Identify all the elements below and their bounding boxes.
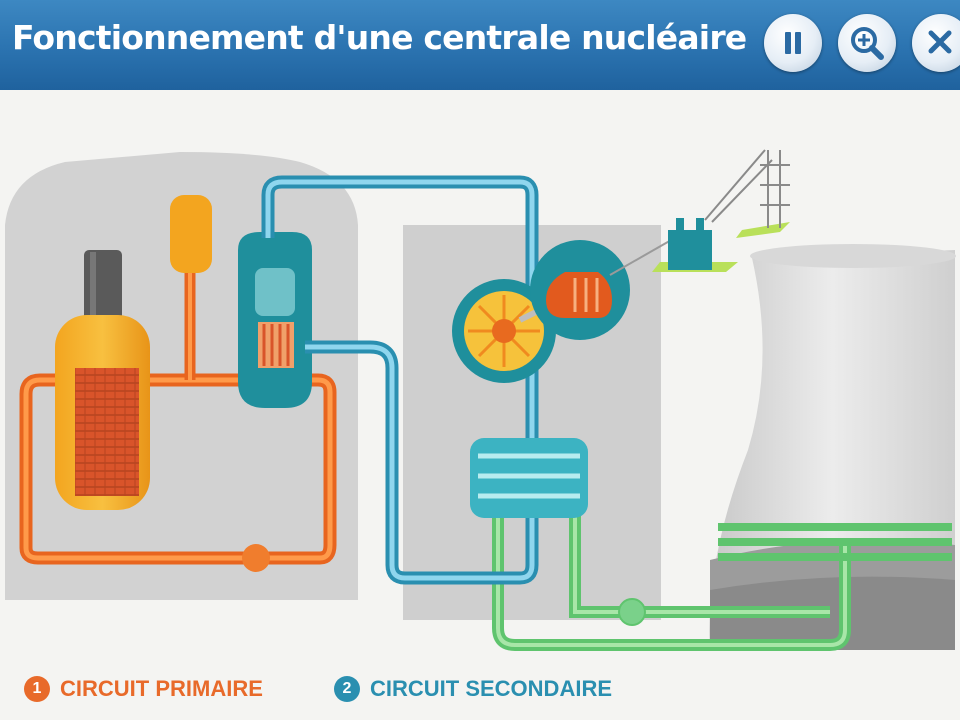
turbine xyxy=(452,279,556,383)
title-bar: Fonctionnement d'une centrale nucléaire xyxy=(0,0,960,90)
cooling-circuit xyxy=(492,512,851,651)
power-plant-diagram xyxy=(5,149,956,651)
condenser xyxy=(470,438,588,518)
steam-generator xyxy=(238,232,312,408)
cooling-tower xyxy=(709,244,956,650)
legend-label-secondary: CIRCUIT SECONDAIRE xyxy=(370,676,613,701)
secondary-circuit xyxy=(261,175,539,585)
alternator xyxy=(518,240,630,340)
page-title: Fonctionnement d'une centrale nucléaire xyxy=(12,18,747,57)
legend-number-1: 1 xyxy=(24,676,50,702)
pause-icon xyxy=(785,32,801,54)
magnifier-plus-icon xyxy=(851,27,884,60)
pause-button[interactable] xyxy=(764,14,822,72)
legend-number-2: 2 xyxy=(334,676,360,702)
legend-primary: 1 CIRCUIT PRIMAIRE xyxy=(24,674,263,704)
legend-secondary: 2 CIRCUIT SECONDAIRE xyxy=(334,674,612,704)
legend-label-primary: CIRCUIT PRIMAIRE xyxy=(60,676,263,701)
close-icon xyxy=(928,30,952,54)
spray-rack xyxy=(718,523,952,561)
transformer-and-pylon xyxy=(609,149,790,276)
pressurizer xyxy=(170,195,212,273)
reactor-vessel xyxy=(55,250,150,510)
close-button[interactable] xyxy=(912,14,960,72)
zoom-button[interactable] xyxy=(838,14,896,72)
